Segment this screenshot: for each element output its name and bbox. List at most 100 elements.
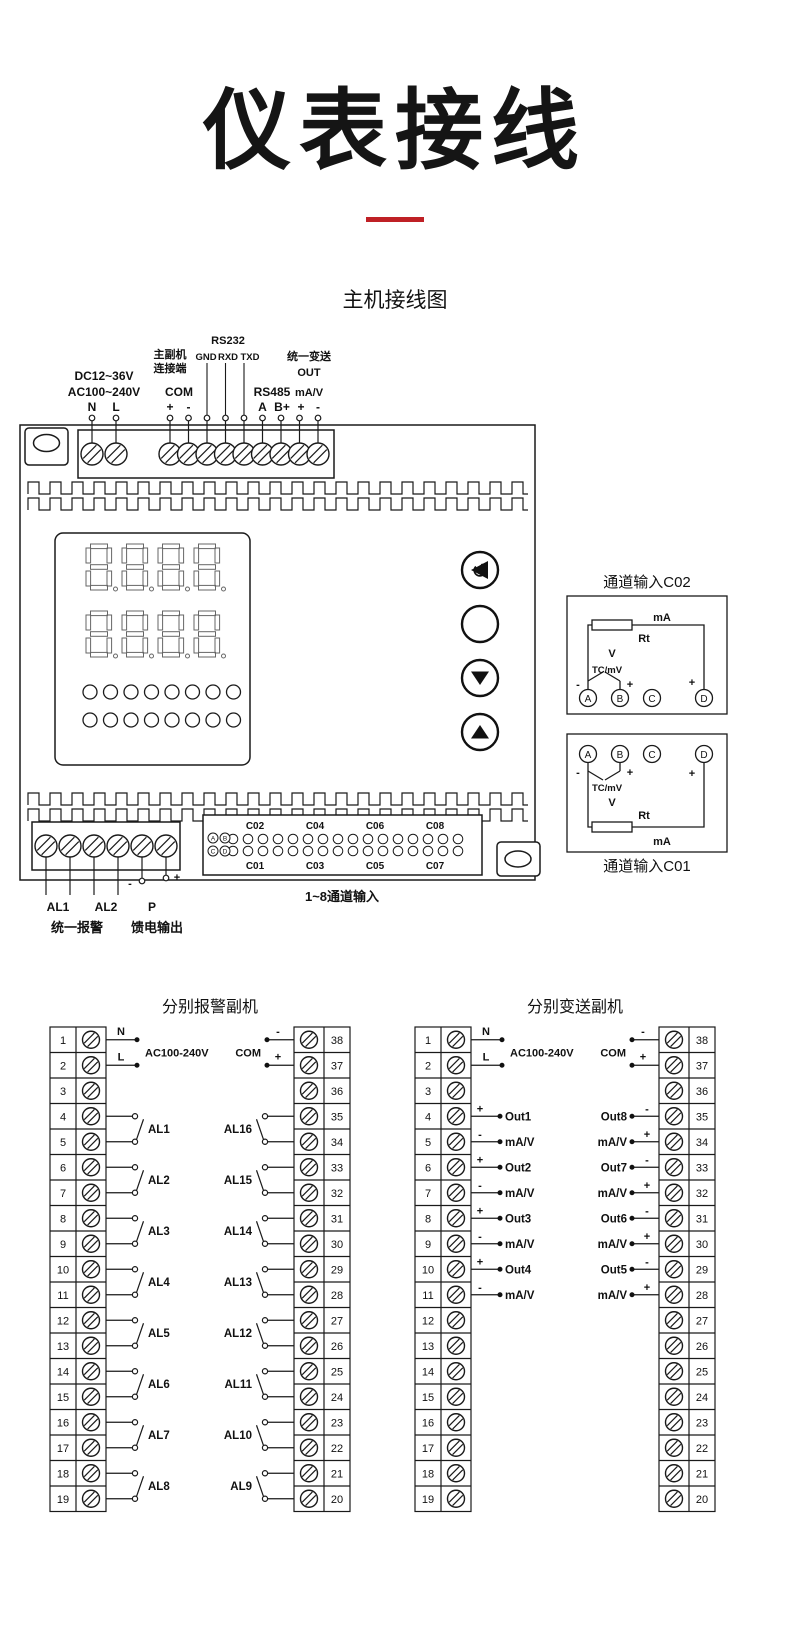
channel-terminal — [302, 833, 314, 845]
terminal-number: 2 — [425, 1060, 431, 1072]
p-label: P — [148, 900, 156, 914]
legend-circle — [207, 845, 219, 857]
contact — [131, 1470, 139, 1477]
screw-terminal — [299, 1183, 319, 1202]
screw-slot — [670, 1341, 682, 1353]
screw-head — [664, 1311, 684, 1330]
bottom-terminal-screws — [34, 834, 178, 858]
screw-slot — [670, 1035, 682, 1047]
txd-label: TXD — [241, 352, 260, 363]
switch-blade — [255, 1272, 265, 1293]
screw-slot — [87, 1265, 99, 1277]
rs485-b-label: B+ — [274, 400, 290, 414]
screw-slot — [87, 1443, 99, 1455]
contact — [261, 1189, 269, 1196]
c01-plus-label: + — [627, 767, 633, 779]
output-unit: mA/V — [598, 1239, 628, 1251]
screw-terminal — [664, 1132, 684, 1151]
load-label: AL1 — [148, 1124, 170, 1136]
terminal-number: 4 — [60, 1111, 66, 1123]
screw-head — [81, 1183, 101, 1202]
channel-terminal — [377, 833, 389, 845]
terminal-number: 18 — [57, 1468, 69, 1480]
screw-terminal — [82, 834, 106, 858]
screw-slot — [305, 1265, 317, 1277]
screw-terminal — [446, 1132, 466, 1151]
channel-label-top: C08 — [426, 821, 445, 832]
sign: + — [477, 1205, 483, 1217]
l-label: L — [118, 1051, 125, 1063]
screw-head — [446, 1362, 466, 1381]
screw-slot — [183, 449, 198, 464]
screw-head — [299, 1311, 319, 1330]
sign: - — [645, 1256, 649, 1268]
screw-head — [299, 1464, 319, 1483]
legend-circle — [219, 832, 231, 844]
c01-dplus-label: + — [689, 768, 695, 780]
screw-slot — [220, 449, 235, 464]
output-label: Out8 — [601, 1111, 628, 1123]
al2-label: AL2 — [95, 900, 118, 914]
c01-terminal-a: A — [585, 750, 592, 761]
screw-head — [80, 442, 104, 466]
screw-head — [81, 1311, 101, 1330]
screw-slot — [670, 1316, 682, 1328]
screw-slot — [670, 1163, 682, 1175]
screw-head — [446, 1285, 466, 1304]
terminal-number: 29 — [331, 1264, 343, 1276]
terminal-number: 28 — [331, 1290, 343, 1302]
screw-slot — [670, 1112, 682, 1124]
terminal-number: 22 — [331, 1443, 343, 1455]
screw-slot — [87, 1392, 99, 1404]
screw-slot — [305, 1239, 317, 1251]
screw-slot — [83, 1160, 95, 1172]
screw-terminal — [446, 1311, 466, 1330]
screw-slot — [301, 1058, 313, 1070]
screw-slot — [666, 1134, 678, 1146]
segment — [142, 547, 149, 564]
screw-head — [299, 1107, 319, 1126]
screw-terminal — [664, 1285, 684, 1304]
screw-slot — [448, 1466, 460, 1478]
channel-terminal — [422, 833, 434, 845]
channel-terminal — [257, 833, 269, 845]
screw-terminal — [81, 1489, 101, 1508]
switch-blade — [135, 1221, 145, 1242]
channel-terminal-block — [202, 814, 483, 876]
screw-head — [106, 834, 130, 858]
indicator-led — [205, 712, 221, 728]
screw-slot — [87, 1494, 99, 1506]
wire-pin — [277, 414, 285, 422]
din-clip-bottom-slot — [504, 850, 532, 868]
switch-blade — [135, 1476, 145, 1497]
indicator-leds — [82, 684, 242, 728]
screw-terminal — [81, 1413, 101, 1432]
left-button — [460, 604, 500, 644]
screw-slot — [41, 841, 56, 856]
c02-terminal-b: B — [617, 694, 624, 705]
contact — [261, 1266, 269, 1273]
wire-dot — [629, 1292, 635, 1298]
terminal-number: 8 — [425, 1213, 431, 1225]
contact — [131, 1240, 139, 1247]
segment — [162, 584, 180, 591]
screw-terminal — [446, 1438, 466, 1457]
channel-terminal — [317, 833, 329, 845]
screw-head — [664, 1056, 684, 1075]
display-panel — [54, 532, 251, 766]
wire-dot — [629, 1139, 635, 1145]
screw-slot — [87, 1341, 99, 1353]
screw-head — [446, 1081, 466, 1100]
terminal-number: 37 — [331, 1060, 343, 1072]
screw-slot — [179, 444, 194, 459]
screw-slot — [108, 836, 123, 851]
screw-terminal — [158, 442, 182, 466]
channel-terminal — [407, 845, 419, 857]
wire-pin — [314, 414, 322, 422]
segment — [162, 610, 180, 617]
l-label: L — [112, 400, 119, 414]
terminal-number: 5 — [60, 1137, 66, 1149]
screw-head — [299, 1132, 319, 1151]
din-clip-top-slot — [32, 433, 61, 453]
channel-terminal — [287, 845, 299, 857]
